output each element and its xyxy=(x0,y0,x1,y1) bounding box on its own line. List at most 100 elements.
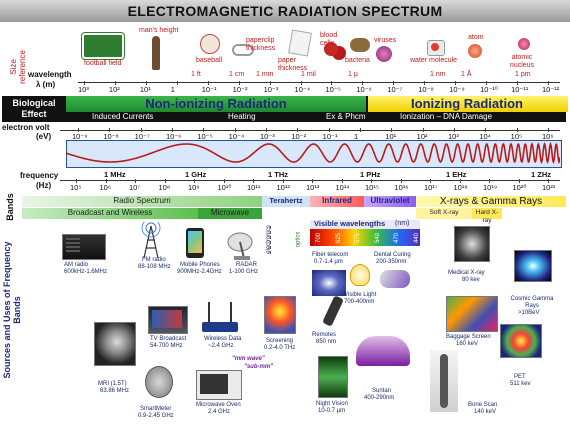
ev-tick: 10⁻¹ xyxy=(322,132,338,141)
ultraviolet-bar xyxy=(364,196,416,207)
ionizing-bar xyxy=(366,96,568,112)
frequency-tick-mark xyxy=(282,179,284,183)
scale-1mil: 1 mil xyxy=(301,71,316,78)
size-label-baseball: baseball xyxy=(196,57,223,64)
bacteria-icon xyxy=(350,38,370,52)
visible-wavelength-tick: 700 xyxy=(316,232,323,244)
smartmeter-name: SmartMeter xyxy=(140,406,172,412)
smartmeter-value: 0.9-2.45 GHz xyxy=(138,413,174,419)
dental-curing-image xyxy=(380,270,410,288)
soft-xray-bar xyxy=(416,208,472,219)
man-icon xyxy=(152,36,160,70)
marker-1mhz: 1 MHz xyxy=(104,170,126,179)
frequency-tick: 10²⁰ xyxy=(512,183,527,192)
ev-tick: 10⁶ xyxy=(542,132,554,141)
marker-1zhz: 1 ZHz xyxy=(531,170,552,179)
wavelength-tick: 10² xyxy=(108,85,120,94)
fm-radio-name: FM radio xyxy=(142,257,166,263)
ionization-label: Ionization – DNA Damage xyxy=(400,112,493,121)
wavelength-tick-mark xyxy=(517,81,519,85)
medical-xray-value: 80 kev xyxy=(462,277,480,283)
paperclip-icon xyxy=(232,44,254,56)
ev-tick-mark xyxy=(297,128,299,132)
medical-xray-image xyxy=(454,226,490,262)
radar-dish-icon xyxy=(227,232,253,260)
infrared-label: Infrared xyxy=(322,196,352,205)
wavelength-tick: 10⁻³ xyxy=(263,85,279,94)
pet-value: 511 kev xyxy=(510,381,531,387)
remotes-name: Remotes xyxy=(312,332,337,338)
frequency-tick: 10⁶ xyxy=(99,183,111,192)
wavelength-tick: 10⁻¹⁰ xyxy=(480,85,498,94)
scale-1mm: 1 mm xyxy=(256,71,274,78)
frequency-tick-mark xyxy=(194,179,195,183)
pet-name: PET xyxy=(514,374,526,380)
wireless-router-image xyxy=(202,322,238,332)
mm-wave-label: "mm wave" xyxy=(232,356,265,362)
microwave-bar xyxy=(198,208,262,219)
ev-tick: 10⁻⁸ xyxy=(103,132,119,141)
visible-wavelength-tick: 625 xyxy=(335,232,342,244)
bone-scan-name: Bone Scan xyxy=(468,402,498,408)
wavelength-tick-mark xyxy=(486,81,488,85)
ev-tick-mark xyxy=(109,128,111,132)
wavelength-tick-mark xyxy=(548,81,549,85)
scale-1A: 1 Å xyxy=(461,71,472,78)
am-radio-value: 600kHz-1.6MHz xyxy=(64,269,108,275)
cosmic-gamma-name: Cosmic Gamma Rays xyxy=(510,296,554,309)
wave-curve xyxy=(66,141,560,165)
radar-name: RADAR xyxy=(236,262,258,268)
wavelength-tick-mark xyxy=(145,81,147,85)
terahertz-label: Terahertz xyxy=(269,196,303,205)
page-title: ELECTROMAGNETIC RADIATION SPECTRUM xyxy=(0,0,570,22)
radar-value: 1-100 GHz xyxy=(229,269,259,275)
ev-tick-mark xyxy=(172,128,173,132)
dental-curing-value: 200-350nm xyxy=(376,259,407,265)
frequency-tick: 10²¹ xyxy=(542,183,556,192)
ev-tick: 10⁻⁵ xyxy=(197,132,213,141)
scale-1pm: 1 pm xyxy=(515,71,531,78)
dental-curing-name: Dental Curing xyxy=(374,252,411,258)
xray-gamma-label: X-rays & Gamma Rays xyxy=(439,196,543,207)
frequency-tick: 10¹⁴ xyxy=(335,183,350,192)
tv-broadcast-name: TV Broadcast xyxy=(150,336,187,342)
microwave-oven-value: 2.4 GHz xyxy=(208,409,231,415)
atomic-nucleus-icon xyxy=(518,38,530,50)
size-label-paperclip: paperclip thickness xyxy=(246,37,276,52)
wavelength-tick-mark xyxy=(331,81,333,85)
ev-tick: 10² xyxy=(416,132,428,141)
wavelength-tick: 10⁻⁸ xyxy=(418,85,434,94)
baggage-screen-value: 160 keV xyxy=(456,341,479,347)
visible-spectrum-bar xyxy=(310,229,420,246)
sources-label: Sources and Uses of Frequency Bands xyxy=(2,241,22,379)
screening-value: 0.2-4.0 THz xyxy=(264,345,296,351)
wavelength-tick: 10⁻² xyxy=(232,85,248,94)
frequency-tick: 10⁷ xyxy=(129,183,141,192)
wavelength-tick: 10⁻⁴ xyxy=(294,85,311,94)
soft-xray-label: Soft X-ray xyxy=(429,209,459,216)
frequency-tick: 10¹³ xyxy=(306,183,320,192)
ex-phcm-label: Ex & Phcm xyxy=(326,112,366,121)
electron-volt-label: electron volt xyxy=(2,123,50,132)
ev-tick: 10¹ xyxy=(385,132,397,141)
frequency-tick: 10¹⁶ xyxy=(394,183,409,192)
size-label-paper: paper thickness xyxy=(278,57,308,72)
marker-1thz: 1 THz xyxy=(268,170,289,179)
electron-volt-unit: (eV) xyxy=(36,132,52,141)
frequency-tick: 10¹² xyxy=(276,183,290,192)
night-vision-image xyxy=(318,356,348,398)
virus-icon xyxy=(376,46,392,62)
frequency-tick-mark xyxy=(518,179,520,183)
hard-xray-bar xyxy=(472,208,502,219)
visible-unit: (nm) xyxy=(395,220,410,227)
frequency-unit: (Hz) xyxy=(36,181,52,190)
night-vision-name: Night Vision xyxy=(316,401,348,407)
wavelength-label: wavelength xyxy=(28,70,72,79)
cosmic-gamma-value: >10BeV xyxy=(518,310,540,316)
wavelength-tick-mark xyxy=(84,81,85,85)
paper-icon xyxy=(288,29,312,57)
bio-sub-bar xyxy=(66,112,566,122)
ev-tick-mark xyxy=(454,128,455,132)
frequency-tick-mark xyxy=(459,179,461,183)
sub-mm-label: "sub-mm" xyxy=(244,364,274,370)
